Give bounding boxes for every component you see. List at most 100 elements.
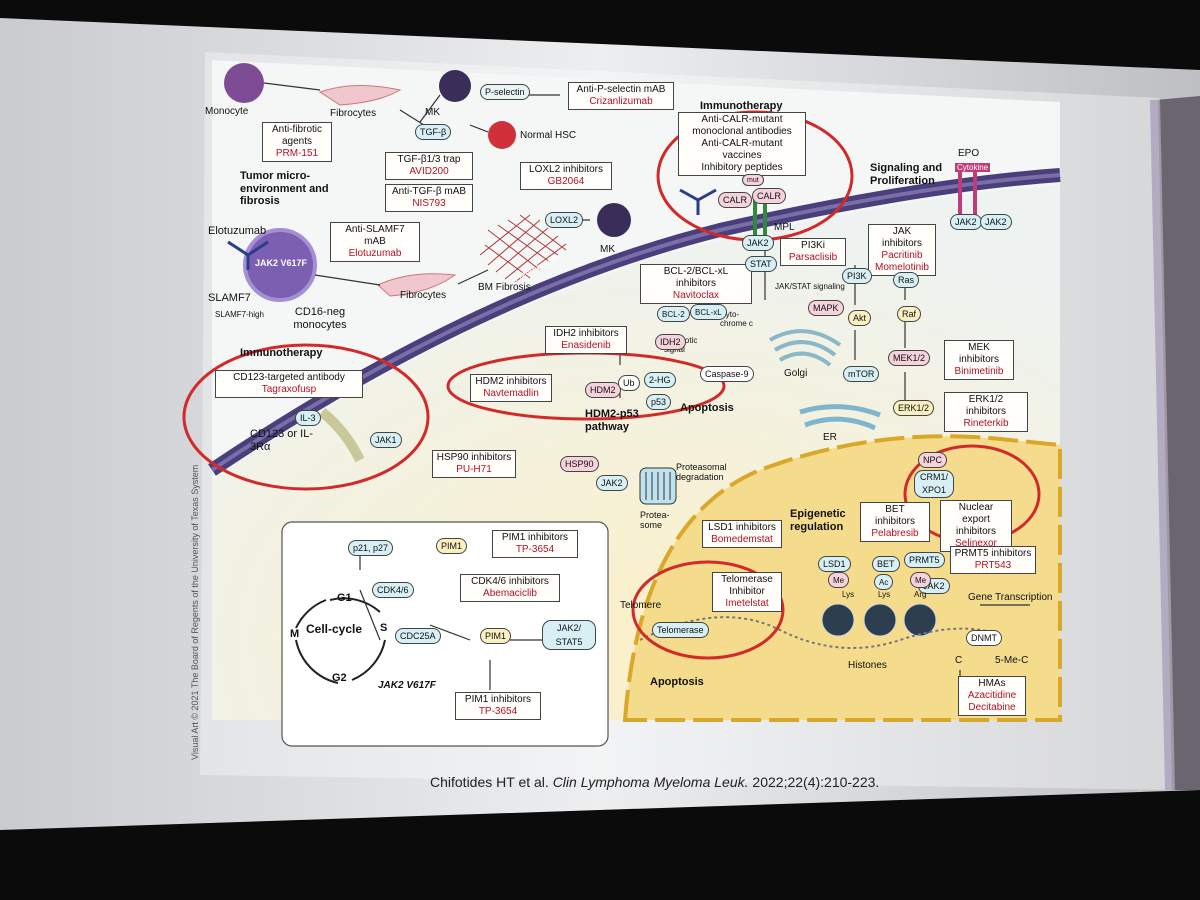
bm-fibrosis-label: BM Fibrosis [478,282,531,293]
p21-pill: p21, p27 [348,540,394,556]
telomerase-drug: Imetelstat [725,598,769,609]
lsd1-target: LSD1 inhibitors [708,522,776,533]
cytokine-label: Cytokine [955,163,991,173]
tgf-mab-target: Anti-TGF-β mAB [391,186,467,197]
prmt5-drug: PRT543 [974,560,1012,571]
cell-cycle-ring [295,597,386,684]
stat-pill: STAT [745,256,777,272]
pselectin-drug: Crizanlizumab [589,96,653,107]
immuno-line-2: monoclonal antibodies [692,126,792,137]
me-pill-1: Me [828,572,850,588]
cdk46-box: CDK4/6 inhibitors Abemaciclib [460,574,560,602]
jak-box: JAK inhibitors Pacritinib Momelotinib [868,224,936,276]
antifibrotic-drug: PRM-151 [275,148,319,159]
mk-label-1: MK [425,107,440,118]
slamf7-high-label: SLAMF7-high [215,310,264,319]
c-label: C [955,655,963,666]
2hg-pill: 2-HG [644,372,676,388]
jak2-monocyte-cell [243,228,317,302]
highlight-cd123 [182,343,430,491]
fibrocytes-label-2: Fibrocytes [400,290,447,301]
mk-label-2: MK [600,244,615,255]
proteasomal-label: Proteasomal degradation [676,462,727,483]
me-pill-2: Me [910,572,932,588]
ac-pill: Ac [874,574,894,590]
section-immunotherapy-left: Immunotherapy [240,347,323,359]
immunotherapy-box: Anti-CALR-mutant monoclonal antibodies A… [678,112,806,176]
hdm2-box: HDM2 inhibitors Navtemadlin [470,374,552,402]
cd123-label: CD123 or IL-3Rα [250,428,313,453]
section-tumor-microenv: Tumor micro-environment and fibrosis [240,170,329,208]
bclxl-pill: BCL-xL [690,304,727,320]
bcl2-target: BCL-2/BCL-xL inhibitors [663,266,729,289]
erk-drug: Rineterkib [963,418,1009,429]
normal-hsc-cell [488,121,516,149]
nuclear-export-target: Nuclear export inhibitors [955,502,997,537]
normal-hsc-label: Normal HSC [520,130,577,141]
g2-label: G2 [332,672,347,684]
section-apoptosis-mid: Apoptosis [680,402,734,414]
bcl2-box: BCL-2/BCL-xL inhibitors Navitoclax [640,264,752,304]
dna-strand [639,616,1001,649]
loxl2-drug: GB2064 [547,176,585,187]
jak2-pill-b: JAK2 [950,214,982,230]
prmt5-pill: PRMT5 [904,552,945,568]
bet-box: BET inhibitors Pelabresib [860,502,930,542]
cdk46-target: CDK4/6 inhibitors [471,576,549,587]
mapk-pill: MAPK [808,300,844,316]
lsd1-box: LSD1 inhibitors Bomedemstat [702,520,782,548]
idh2-drug: Enasidenib [561,340,611,351]
idh2-target: IDH2 inhibitors [553,328,619,339]
pim1-bottom-box: PIM1 inhibitors TP-3654 [455,692,541,720]
cdk46-pill: CDK4/6 [372,582,414,598]
mek-drug: Binimetinib [954,366,1004,377]
idh2-pill: IDH2 [655,334,686,350]
pim1-top-box: PIM1 inhibitors TP-3654 [492,530,578,558]
jak2-pill-d: JAK2 [596,475,628,491]
immuno-line-3: Anti-CALR-mutant vaccines [701,138,783,161]
calr-pill-2: CALR [752,188,787,204]
epo-receptor [958,170,977,215]
telomerase-target: Telomerase Inhibitor [721,574,773,597]
bet-pill: BET [872,556,900,572]
proteasome-label: Protea-some [640,510,670,531]
fibrocytes-label-1: Fibrocytes [330,108,377,119]
s-label: S [380,622,388,634]
mpl-label: MPL [774,222,795,233]
hdm2-drug: Navtemadlin [483,388,539,399]
ras-pill: Ras [893,272,920,288]
erk12-pill: ERK1/2 [893,400,935,416]
cdk46-drug: Abemaciclib [483,588,537,599]
ub-pill: Ub [618,375,640,391]
bcl2-pill: BCL-2 [657,306,690,322]
monocyte-cell [224,63,264,103]
tgf-trap-target: TGF-β1/3 trap [397,154,461,165]
pim1-top-drug: TP-3654 [515,544,555,555]
hdm2-target: HDM2 inhibitors [475,376,547,387]
g1-label: G1 [337,592,352,604]
section-signaling: Signaling and Proliferation [870,162,943,187]
immuno-line-4: Inhibitory peptides [701,162,783,173]
pim1-top-target: PIM1 inhibitors [501,532,569,543]
hsp90-target: HSP90 inhibitors [436,452,512,463]
pim1-pill-top: PIM1 [436,538,468,554]
erk-box: ERK1/2 inhibitors Rineterkib [944,392,1028,432]
jak2-pill-c: JAK2 [980,214,1012,230]
pi3k-target: PI3Ki [801,240,825,251]
citation-journal: Clin Lymphoma Myeloma Leuk. [552,774,749,790]
slamf7-label: SLAMF7 [208,292,251,304]
tgf-trap-drug: AVID200 [409,166,449,177]
jak2-stat5-pill: JAK2/ STAT5 [542,620,596,650]
p-selectin-pill: P-selectin [480,84,530,100]
lys-label-2: Lys [878,590,891,599]
fibrocyte-bottom [377,273,457,297]
section-hdm2-pathway: HDM2-p53 pathway [585,408,639,433]
jak1-pill: JAK1 [370,432,402,448]
section-cell-cycle: Cell-cycle [306,622,363,636]
lys-label-1: Lys [842,590,855,599]
pselectin-target: Anti-P-selectin mAB [576,84,666,95]
section-apoptosis-bottom: Apoptosis [650,676,704,688]
mk-cell-top [439,70,471,102]
